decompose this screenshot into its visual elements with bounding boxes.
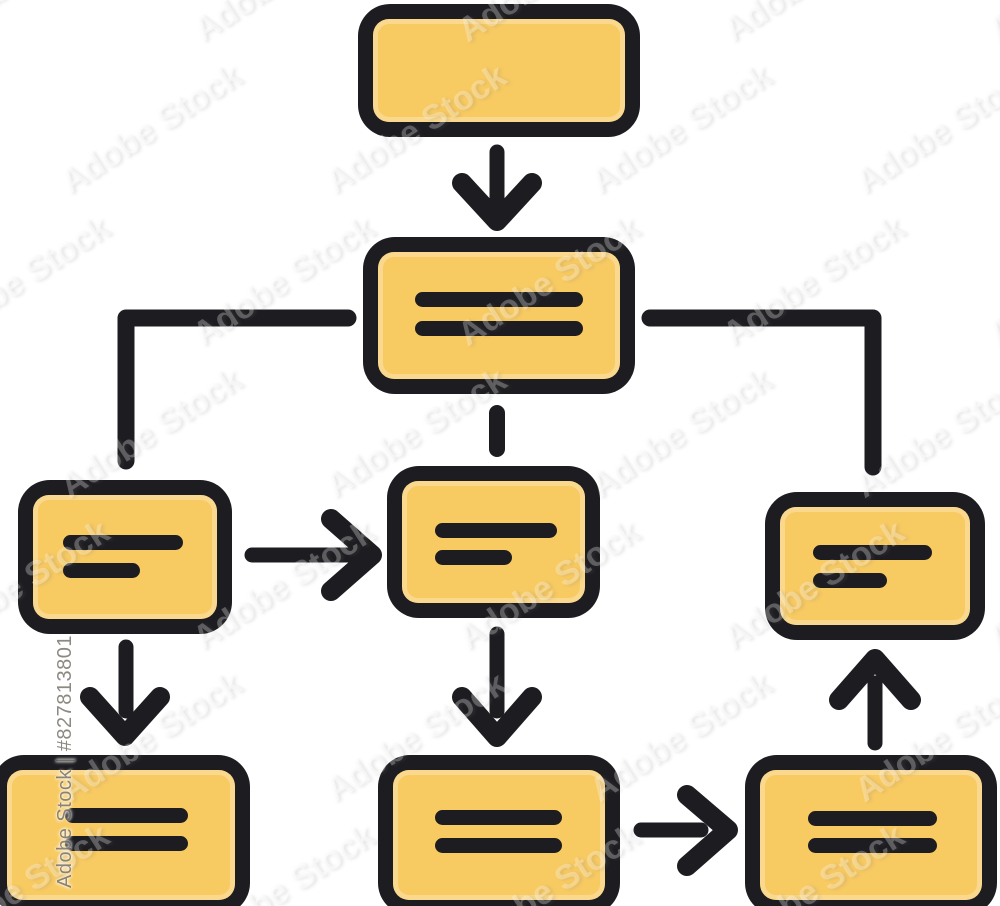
flowchart-node-level2: [363, 237, 635, 394]
edge-midleft-midcenter-arrowhead: [321, 509, 382, 601]
edge-level2-midleft-elbow: [117, 309, 357, 470]
edge-midcenter-bottomcenter-arrowhead: [452, 687, 542, 747]
edge-bottomright-midright-arrowhead: [829, 649, 921, 710]
edge-level2-midright-elbow: [641, 309, 882, 476]
flowchart-node-root: [358, 4, 640, 137]
node-level2-fill: [378, 252, 620, 379]
flowchart-node-bottom-center: [378, 755, 620, 906]
text-line-bar: [415, 292, 583, 307]
text-line-bar: [435, 838, 562, 853]
node-mid-right-fill: [780, 507, 970, 625]
node-mid-center-fill: [402, 481, 585, 603]
flowchart-node-bottom-right: [745, 755, 997, 906]
flowchart-node-mid-left: [18, 480, 232, 634]
text-line-bar: [813, 573, 887, 588]
flowchart-node-mid-center: [387, 466, 600, 618]
node-bottom-right-fill: [760, 770, 982, 900]
text-line-bar: [808, 811, 937, 826]
node-mid-left-fill: [33, 495, 217, 619]
text-line-bar: [813, 545, 932, 560]
node-root-fill: [373, 19, 625, 122]
edge-root-level2-arrowhead: [452, 173, 542, 231]
text-line-bar: [435, 550, 512, 565]
node-bottom-center-fill: [393, 770, 605, 900]
text-line-bar: [415, 321, 583, 336]
text-line-bar: [65, 836, 188, 851]
text-line-bar: [435, 523, 557, 538]
edge-bottomcenter-bottomright-arrowhead: [677, 785, 738, 876]
text-line-bar: [435, 810, 562, 825]
text-line-bar: [63, 535, 183, 550]
text-line-bar: [63, 563, 140, 578]
edge-midleft-bottomleft-arrowhead: [80, 687, 170, 746]
text-line-bar: [808, 838, 937, 853]
node-bottom-left-fill: [7, 770, 235, 900]
flowchart-node-mid-right: [765, 492, 985, 640]
text-line-bar: [65, 808, 188, 823]
flowchart-node-bottom-left: [0, 755, 250, 906]
